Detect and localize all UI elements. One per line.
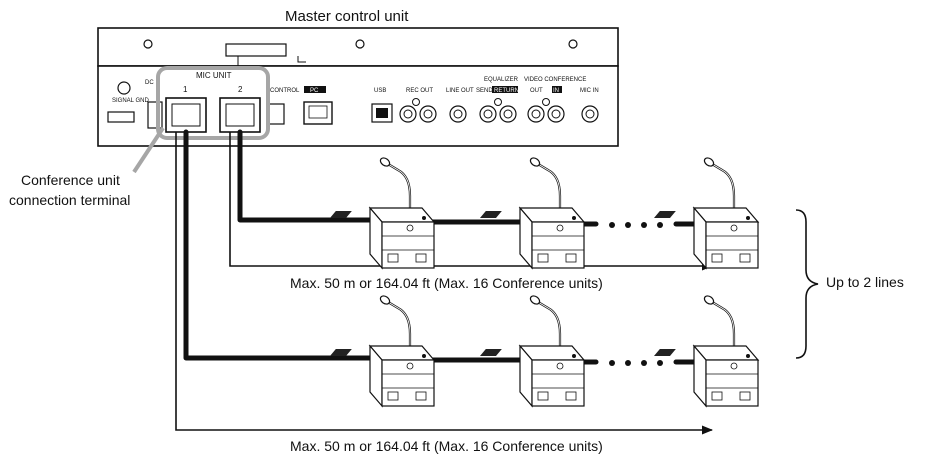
panel-label-out: OUT [530, 88, 543, 94]
panel-label-equalizer: EQUALIZER [484, 77, 519, 83]
arrow-icon [175, 132, 714, 435]
group-label: Up to 2 lines [826, 274, 904, 290]
panel-label-port-1: 1 [183, 85, 188, 94]
panel-label-port-2: 2 [238, 85, 243, 94]
panel-label-send: SEND [476, 88, 493, 94]
conference-unit-icon [652, 293, 760, 408]
panel-label-line-out: LINE OUT [446, 88, 474, 94]
group-brace [795, 209, 819, 359]
signal-gnd-icon [117, 81, 131, 95]
callout-label-line-2: connection terminal [9, 192, 131, 208]
cable-dots [609, 222, 663, 366]
panel-label-return: RETURN [494, 88, 519, 94]
conference-unit-icon [652, 155, 760, 270]
panel-label-signal-gnd: SIGNAL GND [112, 98, 149, 104]
master-control-unit-title: Master control unit [285, 8, 409, 25]
conference-unit-row-2 [328, 293, 760, 408]
callout-label-line-1: Conference unit [21, 172, 120, 188]
cables [183, 129, 701, 365]
panel-label-mic-unit: MIC UNIT [196, 71, 232, 80]
panel-label-dc: DC [145, 80, 154, 86]
conference-unit-row-1 [328, 155, 760, 270]
panel-label-rec-out: REC OUT [406, 88, 433, 94]
distance-label-line-2: Max. 50 m or 164.04 ft (Max. 16 Conferen… [290, 438, 603, 454]
panel-label-video-conference: VIDEO CONFERENCE [524, 77, 586, 83]
conference-unit-icon [328, 293, 436, 408]
panel-label-pc: PC [310, 88, 319, 94]
panel-label-mic-in: MIC IN [580, 88, 599, 94]
panel-label-in: IN [553, 88, 559, 94]
conference-unit-icon [478, 155, 586, 270]
master-control-unit-panel: SIGNAL GND DC MIC UNIT 1 2 CONTROL PC US… [97, 27, 619, 147]
conference-unit-icon [478, 293, 586, 408]
panel-label-usb: USB [374, 88, 386, 94]
callout-frame [132, 66, 270, 174]
arrow-icon [229, 132, 714, 271]
panel-label-control: CONTROL [270, 88, 300, 94]
distance-label-line-1: Max. 50 m or 164.04 ft (Max. 16 Conferen… [290, 275, 603, 291]
conference-unit-icon [328, 155, 436, 270]
